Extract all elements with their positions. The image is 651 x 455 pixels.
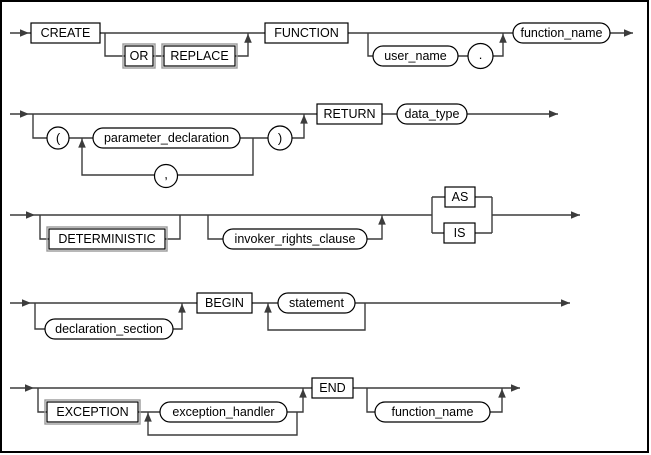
nonterminal-data-type: data_type [396, 103, 468, 125]
punct-dot-label: . [479, 47, 483, 62]
row5-connectors [10, 384, 520, 436]
nonterminal-declaration-section: declaration_section [44, 318, 174, 340]
keyword-begin-label: BEGIN [205, 296, 244, 310]
nonterminal-invoker-rights-clause: invoker_rights_clause [222, 228, 368, 250]
exit-arrowhead [511, 384, 520, 392]
entry-arrowhead [22, 299, 31, 307]
nonterminal-exception-handler: exception_handler [159, 401, 288, 423]
keyword-deterministic: DETERMINISTIC [46, 226, 168, 252]
loop-arrowhead [144, 412, 152, 422]
exit-arrowhead [571, 211, 580, 219]
comma-label: , [164, 167, 168, 182]
keyword-end-label: END [319, 381, 345, 395]
punct-comma: , [153, 163, 179, 189]
row3-connectors [10, 196, 580, 240]
rejoin-arrowhead [499, 33, 507, 43]
rejoin-arrowhead [299, 388, 307, 398]
keyword-create: CREATE [30, 22, 101, 44]
parameter-declaration-label: parameter_declaration [104, 131, 229, 145]
exception-handler-label: exception_handler [172, 405, 274, 419]
keyword-replace: REPLACE [161, 43, 238, 69]
data-type-label: data_type [405, 107, 460, 121]
exit-arrowhead [549, 110, 558, 118]
keyword-return-label: RETURN [323, 107, 375, 121]
keyword-deterministic-label: DETERMINISTIC [58, 232, 155, 246]
nonterminal-function-name: function_name [512, 22, 611, 44]
keyword-return: RETURN [316, 103, 383, 125]
loop-arrowhead [264, 303, 272, 313]
open-paren-label: ( [56, 131, 61, 146]
keyword-create-label: CREATE [41, 26, 91, 40]
rejoin-arrowhead [178, 303, 186, 313]
keyword-or-label: OR [130, 49, 149, 63]
keyword-as: AS [444, 186, 476, 208]
keyword-function: FUNCTION [264, 22, 349, 44]
punct-open-paren: ( [46, 126, 70, 150]
keyword-end: END [311, 377, 354, 399]
keyword-or: OR [122, 43, 156, 69]
entry-arrowhead [26, 211, 35, 219]
punct-dot: . [467, 42, 494, 70]
keyword-is: IS [443, 222, 476, 244]
entry-arrowhead [20, 110, 29, 118]
entry-arrowhead [20, 29, 29, 37]
declaration-section-label: declaration_section [55, 322, 163, 336]
keyword-as-label: AS [452, 190, 469, 204]
rejoin-arrowhead [378, 215, 386, 225]
loop-arrowhead [78, 138, 86, 148]
function-name-label: function_name [520, 26, 602, 40]
rejoin-arrowhead [244, 33, 252, 43]
punct-close-paren: ) [267, 125, 293, 151]
nonterminal-parameter-declaration: parameter_declaration [92, 127, 241, 149]
nonterminal-user-name: user_name [372, 45, 459, 67]
keyword-replace-label: REPLACE [170, 49, 228, 63]
keyword-function-label: FUNCTION [274, 26, 339, 40]
invoker-rights-clause-label: invoker_rights_clause [235, 232, 356, 246]
statement-label: statement [289, 296, 344, 310]
close-paren-label: ) [278, 131, 282, 146]
user-name-label: user_name [384, 49, 447, 63]
keyword-exception: EXCEPTION [44, 399, 141, 425]
keyword-is-label: IS [454, 226, 466, 240]
keyword-exception-label: EXCEPTION [56, 405, 128, 419]
exit-arrowhead [624, 29, 633, 37]
keyword-begin: BEGIN [196, 292, 253, 314]
row1-connectors [10, 29, 633, 57]
row4-connectors [10, 299, 570, 331]
nonterminal-function-name-end: function_name [374, 401, 491, 423]
rejoin-arrowhead [498, 388, 506, 398]
rejoin-arrowhead [300, 114, 308, 124]
exit-arrowhead [561, 299, 570, 307]
function-name-end-label: function_name [391, 405, 473, 419]
nonterminal-statement: statement [277, 292, 356, 314]
entry-arrowhead [25, 384, 34, 392]
